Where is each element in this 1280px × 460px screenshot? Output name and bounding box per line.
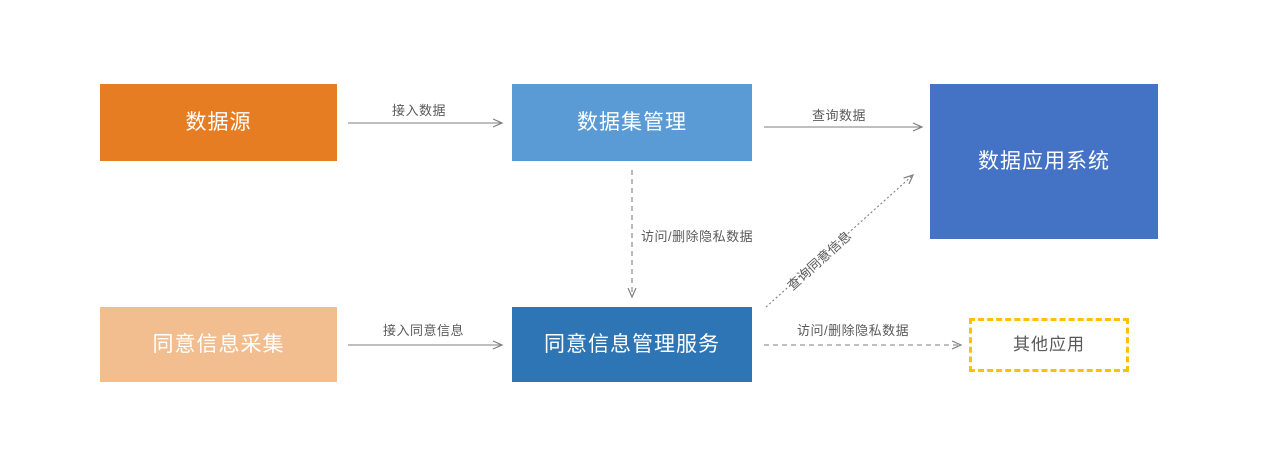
- node-consent-collection[interactable]: 同意信息采集: [100, 307, 337, 382]
- node-data-application-system-label: 数据应用系统: [978, 149, 1110, 173]
- node-other-applications[interactable]: 其他应用: [969, 318, 1129, 372]
- node-dataset-management-label: 数据集管理: [577, 110, 687, 134]
- edge-label-access-delete-private-data-vertical: 访问/删除隐私数据: [641, 229, 754, 244]
- node-consent-collection-label: 同意信息采集: [152, 332, 285, 356]
- edge-label-ingest-consent-info: 接入同意信息: [383, 323, 465, 338]
- edge-label-query-data: 查询数据: [812, 108, 867, 123]
- edge-label-query-consent-info: 查询同意信息: [784, 227, 855, 294]
- node-data-application-system[interactable]: 数据应用系统: [930, 84, 1158, 239]
- node-consent-management-service[interactable]: 同意信息管理服务: [512, 307, 752, 382]
- node-data-source-label: 数据源: [185, 110, 252, 134]
- node-consent-management-service-label: 同意信息管理服务: [544, 332, 720, 356]
- node-dataset-management[interactable]: 数据集管理: [512, 84, 752, 161]
- node-other-applications-label: 其他应用: [1013, 334, 1085, 354]
- node-data-source[interactable]: 数据源: [100, 84, 337, 161]
- edge-label-access-delete-private-data-horizontal: 访问/删除隐私数据: [797, 323, 910, 338]
- edge-label-ingest-data: 接入数据: [392, 103, 447, 118]
